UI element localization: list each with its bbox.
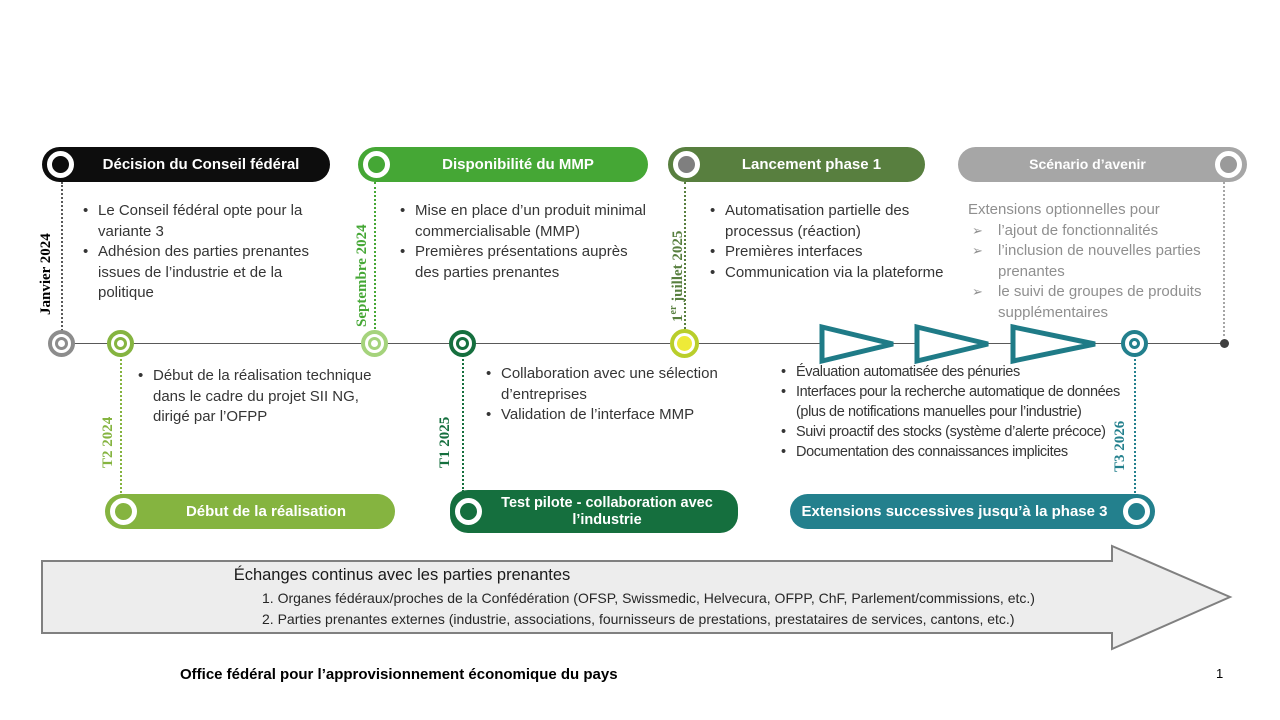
arrow-bullet-item: le suivi de groupes de produits suppléme… [968, 282, 1240, 323]
mmp-bullets: Mise en place d’un produit minimal comme… [397, 201, 649, 283]
connector-decision [61, 182, 63, 338]
banner-arrow-icon [41, 544, 1233, 651]
date-juillet-2025: 1er juillet 2025 [668, 230, 686, 322]
date-septembre-2024: Septembre 2024 [354, 224, 370, 327]
pill-phase1-circle-icon [673, 151, 700, 178]
pill-pilote-circle-icon [455, 498, 482, 525]
pill-mmp: Disponibilité du MMP [358, 147, 648, 182]
bullet-item: Évaluation automatisée des pénuries [778, 362, 1130, 382]
connector-realisation [120, 352, 122, 496]
pill-mmp-circle-icon [363, 151, 390, 178]
pill-realisation-label: Début de la réalisation [185, 502, 347, 520]
bullet-item: Adhésion des parties prenantes issues de… [80, 242, 318, 304]
milestone-ring-t3-icon [1121, 330, 1148, 357]
phase1-bullets: Automatisation partielle des processus (… [707, 201, 947, 283]
banner-line-1: 1. Organes fédéraux/proches de la Conféd… [262, 590, 1035, 606]
arrow-bullet-item: l’ajout de fonctionnalités [968, 221, 1240, 242]
milestone-ring-juillet-icon [670, 329, 699, 358]
bullet-item: Premières interfaces [707, 242, 947, 263]
timeline-axis [62, 343, 1225, 344]
extensions-bullets: Évaluation automatisée des pénuries Inte… [778, 362, 1130, 462]
bullet-item: Documentation des connaissances implicit… [778, 442, 1130, 462]
pill-pilote: Test pilote - collaboration avec l’indus… [450, 490, 738, 533]
footer-org-name: Office fédéral pour l’approvisionnement … [180, 666, 618, 683]
pill-avenir-circle-icon [1215, 151, 1242, 178]
connector-pilote [462, 352, 464, 492]
progress-arrows-icon [819, 323, 1096, 365]
pill-extensions-circle-icon [1123, 498, 1150, 525]
page-number: 1 [1216, 666, 1224, 681]
milestone-ring-septembre-icon [361, 330, 388, 357]
pill-pilote-label: Test pilote - collaboration avec l’indus… [501, 494, 713, 528]
bullet-item: Premières présentations auprès des parti… [397, 242, 649, 283]
pill-extensions: Extensions successives jusqu’à la phase … [790, 494, 1155, 529]
date-janvier-2024: Janvier 2024 [38, 233, 54, 315]
date-t2-2024: T2 2024 [100, 416, 116, 468]
banner-line-2: 2. Parties prenantes externes (industrie… [262, 611, 1015, 627]
bullet-item: Début de la réalisation technique dans l… [135, 366, 383, 428]
pill-decision-circle-icon [47, 151, 74, 178]
pill-phase1: Lancement phase 1 [668, 147, 925, 182]
arrow-bullet-item: l’inclusion de nouvelles parties prenant… [968, 241, 1240, 282]
pill-phase1-label: Lancement phase 1 [741, 155, 882, 173]
date-t1-2025: T1 2025 [437, 416, 453, 468]
banner-title: Échanges continus avec les parties prena… [233, 566, 571, 584]
realisation-bullets: Début de la réalisation technique dans l… [135, 366, 383, 428]
connector-extensions [1134, 352, 1136, 496]
bullet-item: Interfaces pour la recherche automatique… [778, 382, 1130, 422]
connector-mmp [374, 182, 376, 333]
pill-realisation-circle-icon [110, 498, 137, 525]
decision-bullets: Le Conseil fédéral opte pour la variante… [80, 201, 318, 304]
timeline-end-dot [1220, 339, 1229, 348]
milestone-ring-janvier-icon [48, 330, 75, 357]
pill-realisation: Début de la réalisation [105, 494, 395, 529]
milestone-ring-t2-icon [107, 330, 134, 357]
pilote-bullets: Collaboration avec une sélection d’entre… [483, 364, 721, 426]
bullet-item: Le Conseil fédéral opte pour la variante… [80, 201, 318, 242]
pill-avenir-label: Scénario d’avenir [1029, 156, 1146, 173]
pill-avenir: Scénario d’avenir [958, 147, 1247, 182]
bullet-item: Mise en place d’un produit minimal comme… [397, 201, 649, 242]
avenir-intro: Extensions optionnelles pour [968, 201, 1160, 218]
bullet-item: Validation de l’interface MMP [483, 405, 721, 426]
bullet-item: Automatisation partielle des processus (… [707, 201, 947, 242]
avenir-text: Extensions optionnelles pour l’ajout de … [968, 200, 1240, 323]
bullet-item: Collaboration avec une sélection d’entre… [483, 364, 721, 405]
connector-phase1 [684, 182, 686, 333]
bullet-item: Suivi proactif des stocks (système d’ale… [778, 422, 1130, 442]
milestone-ring-t1-icon [449, 330, 476, 357]
pill-decision-label: Décision du Conseil fédéral [102, 155, 300, 173]
pill-mmp-label: Disponibilité du MMP [442, 155, 594, 173]
pill-extensions-label: Extensions successives jusqu’à la phase … [801, 502, 1108, 520]
bullet-item: Communication via la plateforme [707, 263, 947, 284]
pill-decision: Décision du Conseil fédéral [42, 147, 330, 182]
